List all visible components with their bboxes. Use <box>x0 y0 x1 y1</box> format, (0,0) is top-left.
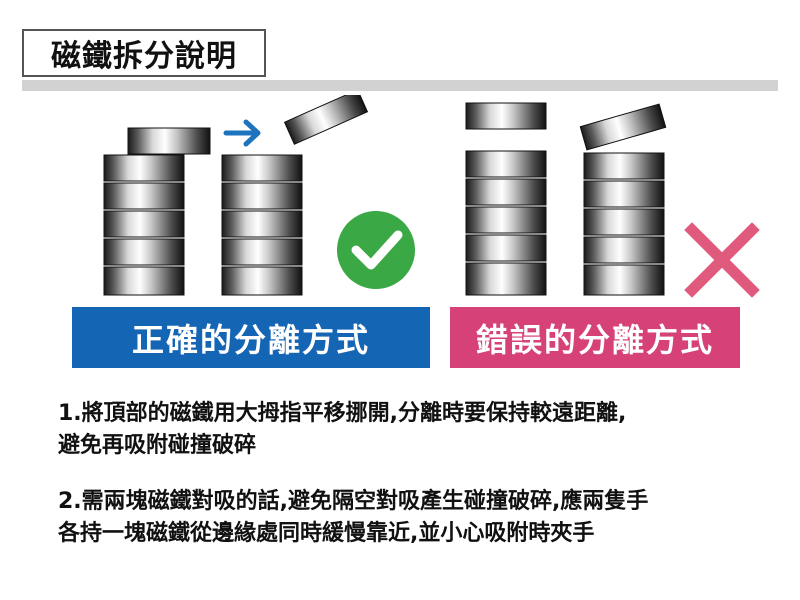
sliding-magnet <box>127 127 211 155</box>
arrow-right-icon <box>223 119 261 147</box>
magnet-stack-wrong-left <box>465 102 547 296</box>
instruction-1: 1.將頂部的磁鐵用大拇指平移挪開,分離時要保持較遠距離, 避免再吸附碰撞破碎 <box>58 398 788 462</box>
instruction-2-line-2: 各持一塊磁鐵從邊緣處同時緩慢靠近,並小心吸附時夾手 <box>58 521 595 546</box>
instruction-1-line-2: 避免再吸附碰撞破碎 <box>58 433 257 458</box>
illustration <box>103 95 760 298</box>
correct-method-label: 正確的分離方式 <box>131 320 370 359</box>
wrong-method-banner: 錯誤的分離方式 <box>450 307 740 368</box>
instruction-2: 2.需兩塊磁鐵對吸的話,避免隔空對吸產生碰撞破碎,應兩隻手 各持一塊磁鐵從邊緣處… <box>58 486 788 550</box>
instruction-1-line-1: 1.將頂部的磁鐵用大拇指平移挪開,分離時要保持較遠距離, <box>58 401 627 426</box>
instruction-2-line-1: 2.需兩塊磁鐵對吸的話,避免隔空對吸產生碰撞破碎,應兩隻手 <box>58 489 649 514</box>
page-title-text: 磁鐵拆分說明 <box>51 39 237 74</box>
pried-magnet <box>579 103 667 151</box>
magnet-stack-wrong-right <box>579 103 667 296</box>
magnet-stack-correct-right <box>221 95 369 296</box>
removed-magnet <box>283 95 369 145</box>
correct-method-banner: 正確的分離方式 <box>72 307 430 368</box>
lifted-magnet <box>465 102 547 130</box>
cross-icon <box>684 222 760 298</box>
check-icon <box>337 211 415 289</box>
wrong-method-label: 錯誤的分離方式 <box>475 320 714 359</box>
magnet-stack-correct-left <box>103 127 211 296</box>
page-title: 磁鐵拆分說明 <box>22 29 266 77</box>
header-divider <box>22 80 778 91</box>
